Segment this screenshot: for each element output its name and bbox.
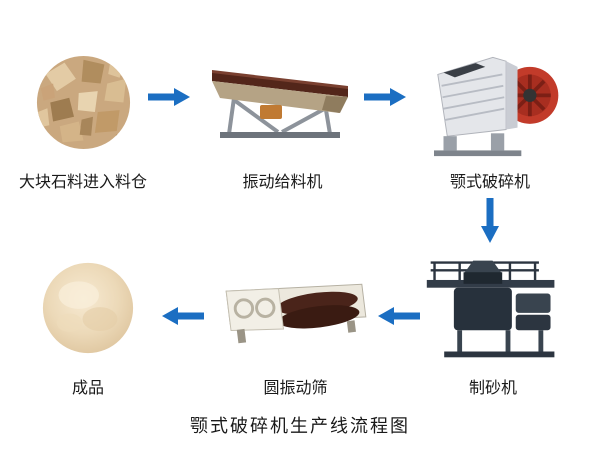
arrow-head (481, 226, 499, 243)
screen-photo (221, 252, 371, 364)
sand-maker-illustration (426, 260, 554, 358)
node-label: 颚式破碎机 (449, 174, 530, 191)
node-label: 振动给料机 (242, 174, 323, 191)
product-photo (42, 252, 134, 364)
feeder-photo (208, 46, 358, 158)
node-rocks: 大块石料进入料仓 (8, 46, 158, 192)
rocks-image (36, 55, 130, 149)
vibrating-screen-illustration (225, 283, 366, 344)
arrow-left-2 (162, 307, 204, 325)
rocks-photo (36, 46, 131, 158)
node-crusher: 颚式破碎机 (400, 46, 580, 192)
arrow-down-1 (481, 198, 499, 243)
arrow-head (390, 88, 406, 106)
node-screen: 圆振动筛 (208, 252, 383, 398)
arrow-head (174, 88, 190, 106)
sand-product-image (42, 262, 134, 354)
jaw-crusher-illustration (434, 56, 559, 157)
node-label: 大块石料进入料仓 (18, 174, 147, 191)
node-label: 制砂机 (468, 380, 517, 397)
feeder-illustration (211, 69, 348, 138)
crusher-photo (415, 46, 565, 158)
node-label: 成品 (71, 380, 104, 397)
sand-maker-photo (421, 252, 566, 364)
arrow-right-1 (148, 88, 190, 106)
diagram-title: 颚式破碎机生产线流程图 (190, 416, 410, 436)
arrow-right-2 (364, 88, 406, 106)
node-sand-maker: 制砂机 (408, 252, 578, 398)
node-label: 圆振动筛 (263, 380, 328, 397)
arrow-head (162, 307, 178, 325)
node-product: 成品 (8, 252, 168, 398)
arrow-left-1 (378, 307, 420, 325)
node-feeder: 振动给料机 (195, 46, 370, 192)
arrow-head (378, 307, 394, 325)
